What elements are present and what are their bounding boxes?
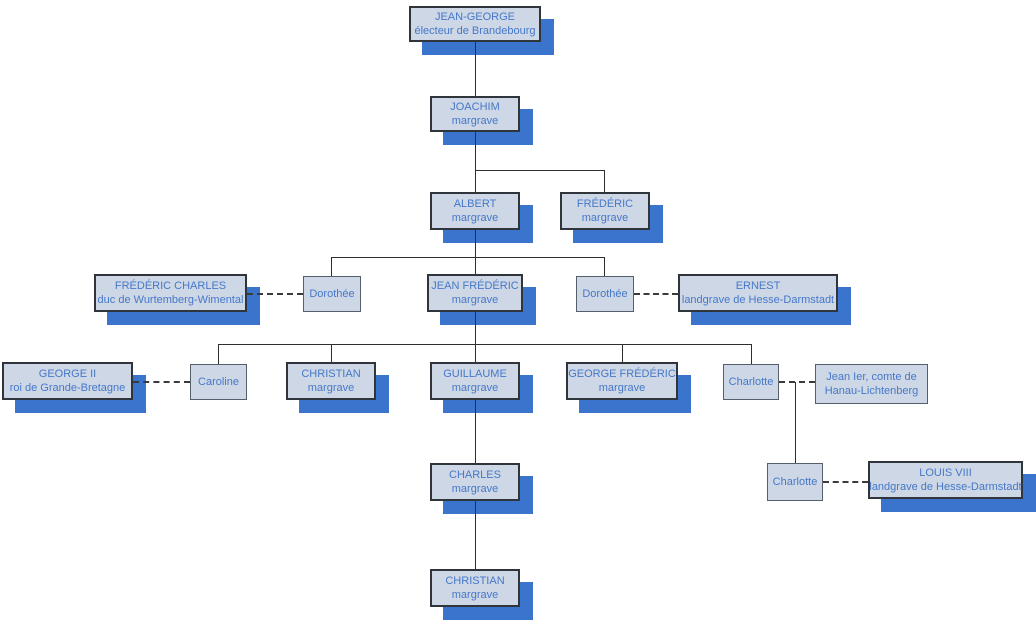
person-title: margrave xyxy=(451,294,499,306)
person-name: LOUIS VIII xyxy=(919,467,972,479)
person-title: landgrave de Hesse-Darmstadt xyxy=(681,294,835,306)
person-title: électeur de Brandebourg xyxy=(414,25,536,37)
marriage-charlotte2-louis8 xyxy=(823,481,868,483)
tree-node-joachim[interactable]: JOACHIM margrave xyxy=(430,96,520,132)
person-name: JEAN-GEORGE xyxy=(434,11,516,23)
connector-branch-dorothee1 xyxy=(331,257,332,276)
connector-branch-frederic xyxy=(604,170,605,192)
person-title: margrave xyxy=(451,115,499,127)
connector-branch-caroline xyxy=(218,344,219,364)
person-name: Dorothée xyxy=(582,288,628,300)
tree-node-louis-viii[interactable]: LOUIS VIII landgrave de Hesse-Darmstadt xyxy=(868,461,1023,499)
connector-charles-christian xyxy=(475,501,476,569)
person-title: margrave xyxy=(451,212,499,224)
marriage-charlotte-jeanier xyxy=(779,381,815,383)
person-title: landgrave de Hesse-Darmstadt xyxy=(869,481,1022,493)
person-name: GEORGE FRÉDÉRIC xyxy=(568,368,676,380)
tree-node-christian-1[interactable]: CHRISTIAN margrave xyxy=(286,362,376,400)
tree-node-jean-ier[interactable]: Jean Ier, comte de Hanau-Lichtenberg xyxy=(815,364,928,404)
tree-node-charlotte-1[interactable]: Charlotte xyxy=(723,364,779,400)
person-title: margrave xyxy=(451,483,499,495)
connector-joachim-branch xyxy=(475,170,605,171)
tree-node-dorothee-2[interactable]: Dorothée xyxy=(576,276,634,312)
connector-albert-branch xyxy=(331,257,605,258)
marriage-george2-caroline xyxy=(133,381,190,383)
tree-node-dorothee-1[interactable]: Dorothée xyxy=(303,276,361,312)
person-name: Caroline xyxy=(198,376,239,388)
marriage-fredericcharles-dorothee xyxy=(247,293,303,295)
connector-joachim-albert xyxy=(475,132,476,192)
tree-node-jean-george[interactable]: JEAN-GEORGE électeur de Brandebourg xyxy=(409,6,541,42)
tree-node-charles[interactable]: CHARLES margrave xyxy=(430,463,520,501)
person-title: margrave xyxy=(598,382,646,394)
person-name: FRÉDÉRIC CHARLES xyxy=(114,280,227,292)
person-name: Jean Ier, comte de xyxy=(826,371,917,383)
person-name: ALBERT xyxy=(453,198,497,210)
person-title: roi de Grande-Bretagne xyxy=(9,382,126,394)
person-title: margrave xyxy=(451,382,499,394)
connector-charlotte-child xyxy=(795,382,796,463)
person-name: JEAN FRÉDÉRIC xyxy=(431,280,519,292)
person-name: GEORGE II xyxy=(38,368,97,380)
connector-branch-guillaume xyxy=(475,344,476,362)
person-name: CHRISTIAN xyxy=(301,368,361,380)
person-name: ERNEST xyxy=(735,280,781,292)
tree-node-caroline[interactable]: Caroline xyxy=(190,364,247,400)
tree-node-ernest[interactable]: ERNEST landgrave de Hesse-Darmstadt xyxy=(678,274,838,312)
person-name: FRÉDÉRIC xyxy=(576,198,634,210)
person-name: CHARLES xyxy=(449,469,501,481)
person-name: Charlotte xyxy=(728,376,774,388)
tree-node-george-ii[interactable]: GEORGE II roi de Grande-Bretagne xyxy=(2,362,133,400)
tree-node-albert[interactable]: ALBERT margrave xyxy=(430,192,520,230)
connector-jeanfrederic-down xyxy=(475,312,476,344)
person-name: JOACHIM xyxy=(450,101,500,113)
person-title: margrave xyxy=(451,589,499,601)
person-title: duc de Wurtemberg-Wimental xyxy=(97,294,244,306)
tree-node-george-frederic[interactable]: GEORGE FRÉDÉRIC margrave xyxy=(566,362,678,400)
tree-node-frederic[interactable]: FRÉDÉRIC margrave xyxy=(560,192,650,230)
tree-node-jean-frederic[interactable]: JEAN FRÉDÉRIC margrave xyxy=(427,274,523,312)
connector-jeangeorge-joachim xyxy=(475,42,476,96)
marriage-dorothee-ernest xyxy=(634,293,678,295)
connector-branch-dorothee2 xyxy=(604,257,605,276)
connector-branch-georgefrederic xyxy=(622,344,623,362)
connector-jeanfrederic-branch xyxy=(218,344,752,345)
person-title: Hanau-Lichtenberg xyxy=(824,385,919,397)
person-name: Dorothée xyxy=(309,288,355,300)
person-name: Charlotte xyxy=(772,476,818,488)
person-title: margrave xyxy=(307,382,355,394)
tree-node-christian-2[interactable]: CHRISTIAN margrave xyxy=(430,569,520,607)
connector-branch-charlotte xyxy=(751,344,752,364)
connector-albert-down xyxy=(475,230,476,274)
person-name: CHRISTIAN xyxy=(445,575,505,587)
person-name: GUILLAUME xyxy=(443,368,507,380)
person-title: margrave xyxy=(581,212,629,224)
connector-guillaume-charles xyxy=(475,400,476,463)
tree-node-frederic-charles[interactable]: FRÉDÉRIC CHARLES duc de Wurtemberg-Wimen… xyxy=(94,274,247,312)
tree-node-charlotte-2[interactable]: Charlotte xyxy=(767,463,823,501)
connector-branch-christian xyxy=(331,344,332,362)
tree-node-guillaume[interactable]: GUILLAUME margrave xyxy=(430,362,520,400)
